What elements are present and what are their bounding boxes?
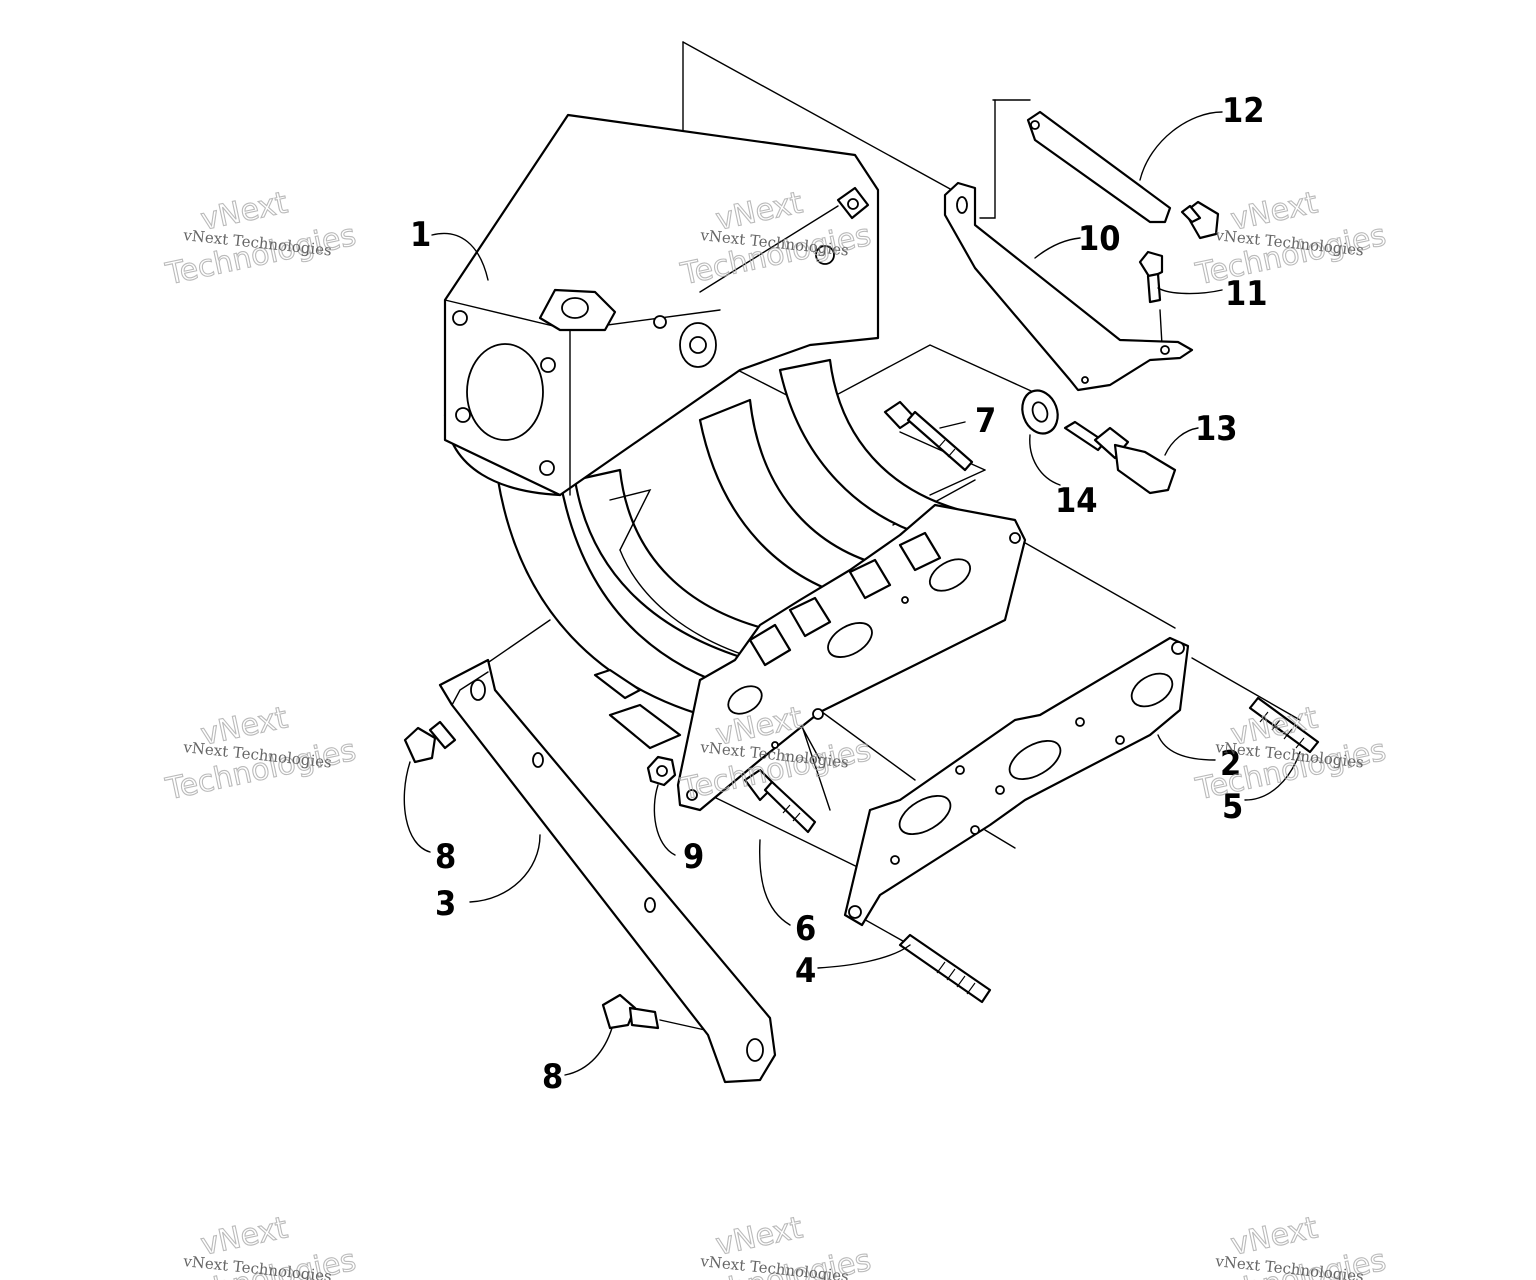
mounting-bracket — [438, 658, 777, 1084]
stud-4 — [898, 933, 992, 1004]
callout-13: 13 — [1195, 409, 1238, 449]
sensor-bracket-10 — [943, 181, 1194, 392]
callout-leaders — [403, 111, 1301, 1076]
callout-8-upper: 8 — [435, 837, 456, 877]
callout-2: 2 — [1220, 744, 1241, 784]
washer-14 — [1021, 389, 1059, 435]
intake-manifold — [443, 113, 962, 722]
bolt-6 — [743, 768, 817, 834]
callout-7: 7 — [975, 401, 996, 441]
callout-10: 10 — [1078, 219, 1121, 259]
callout-3: 3 — [435, 884, 456, 924]
callout-1: 1 — [410, 215, 431, 255]
nut-9 — [646, 755, 677, 787]
callout-14: 14 — [1055, 481, 1098, 521]
callout-9: 9 — [683, 837, 704, 877]
callout-5: 5 — [1222, 787, 1243, 827]
strap-12 — [1026, 110, 1172, 224]
bolt-11 — [1138, 200, 1220, 304]
callout-8-lower: 8 — [542, 1057, 563, 1097]
bolt-8-upper — [403, 720, 457, 764]
callout-12: 12 — [1222, 91, 1265, 131]
bolt-7 — [883, 400, 974, 472]
temp-sensor-13 — [1063, 420, 1177, 495]
bolt-8-lower — [601, 993, 660, 1030]
callout-6: 6 — [795, 909, 816, 949]
callout-11: 11 — [1225, 274, 1268, 314]
callout-labels: 1 2 3 4 5 6 7 8 8 9 10 11 12 13 14 — [410, 91, 1268, 1097]
manifold-flange — [593, 503, 1027, 812]
stud-5 — [1248, 696, 1320, 754]
gasket — [843, 636, 1190, 927]
callout-4: 4 — [795, 951, 816, 991]
